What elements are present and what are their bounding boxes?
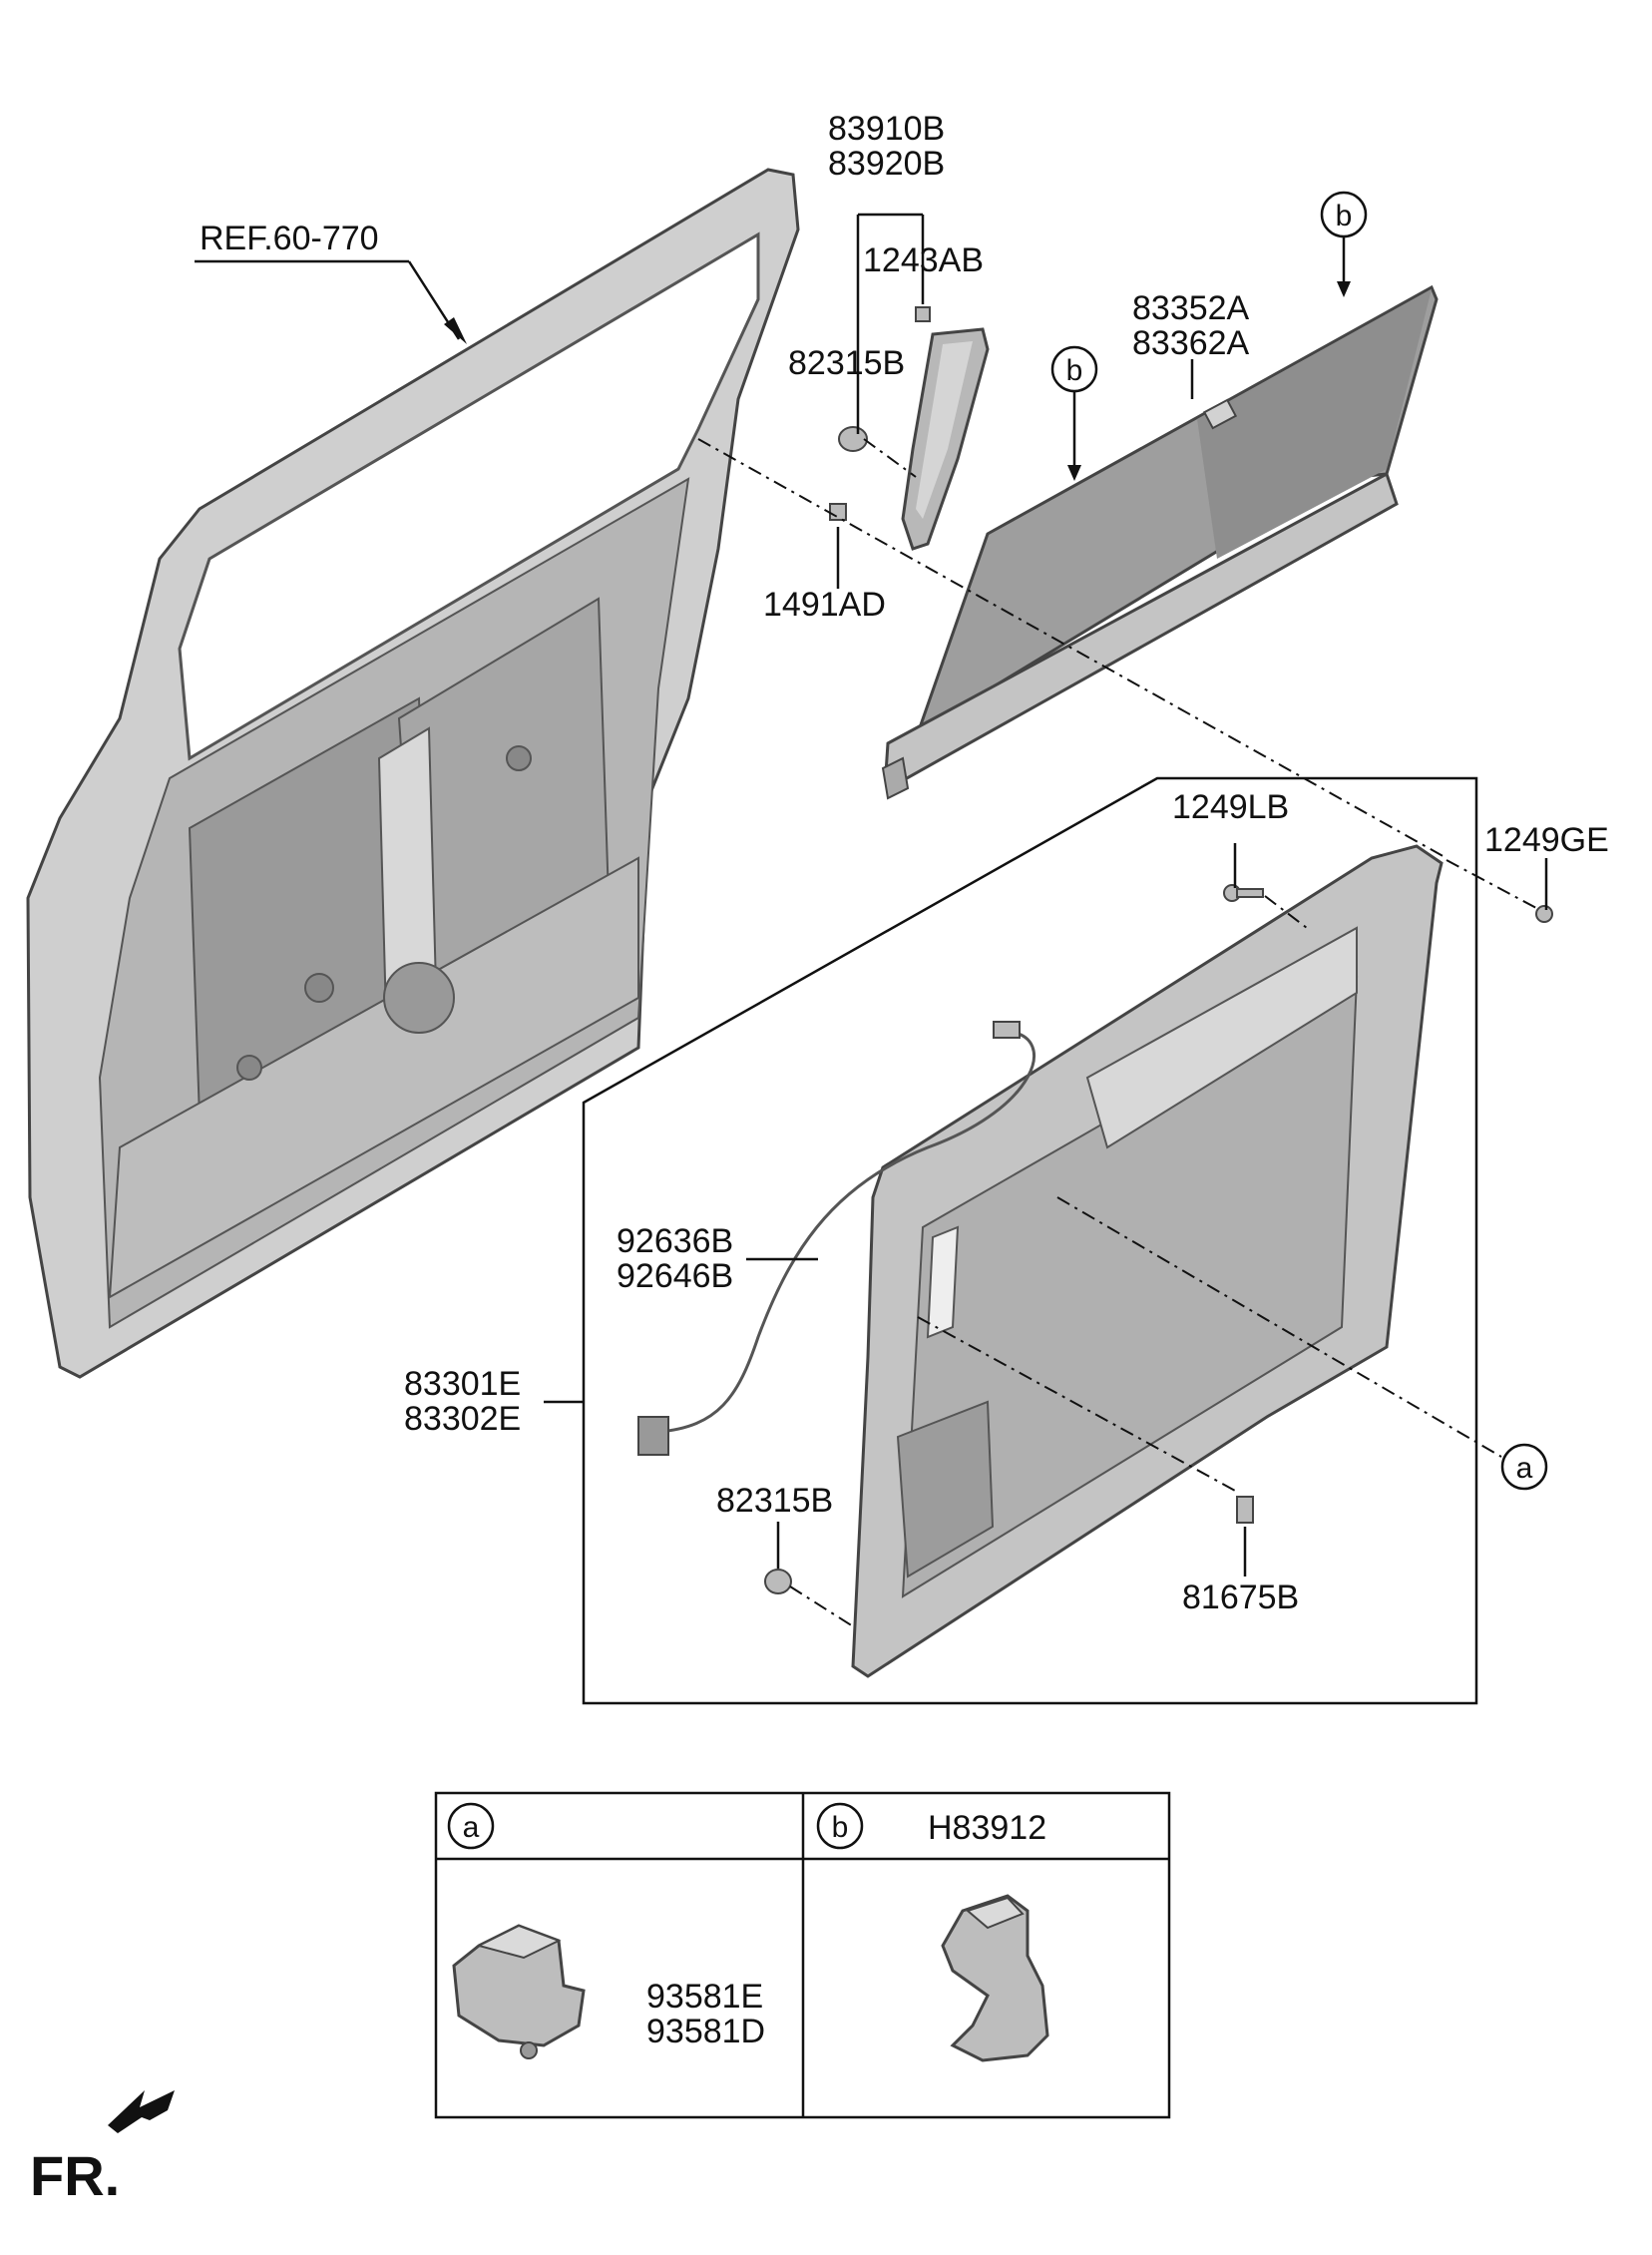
svg-text:a: a (463, 1811, 480, 1844)
part-1243ab-label: 1243AB (863, 241, 984, 279)
part-82315b-bottom-label: 82315B (716, 1482, 833, 1520)
part-83301e-label: 83301E (404, 1365, 521, 1403)
legend-callout-a: a (447, 1802, 495, 1850)
svg-text:b: b (1066, 354, 1083, 387)
clip-1243ab-part (915, 306, 931, 322)
ref-arrow-head (444, 317, 467, 344)
part-83302e-label: 83302E (404, 1400, 521, 1438)
part-1491ad-label: 1491AD (763, 586, 886, 624)
part-92646b-label: 92646B (617, 1257, 733, 1295)
dash-lines (697, 438, 1537, 1627)
leader-lines (195, 213, 1548, 1876)
part-82315b-top-label: 82315B (788, 344, 905, 382)
sunshade-part (881, 284, 1439, 800)
legend-table: a b H83912 93581E 93581D (434, 1791, 1171, 2119)
front-arrow-icon (108, 2090, 175, 2133)
switch-93581e-part (452, 1924, 586, 2059)
svg-text:b: b (1336, 200, 1353, 232)
front-direction-indicator: FR. (30, 2090, 175, 2207)
pillar-trim-part (901, 327, 990, 551)
svg-text:a: a (1516, 1452, 1533, 1485)
callout-a: a (1500, 1443, 1548, 1491)
svg-text:b: b (832, 1811, 849, 1844)
bracket-81675b-part (1236, 1496, 1254, 1524)
part-92636b-label: 92636B (617, 1222, 733, 1260)
wiring-harness-part (637, 1021, 1035, 1456)
part-83920b-label: 83920B (828, 145, 945, 183)
clip-82315b-bottom-part (764, 1569, 792, 1594)
part-93581d-label: 93581D (646, 2013, 765, 2050)
ref-label: REF.60-770 (200, 220, 379, 257)
clip-1491ad-part (829, 503, 847, 521)
part-83910b-label: 83910B (828, 110, 945, 148)
legend-callout-b: b (816, 1802, 864, 1850)
part-1249ge-label: 1249GE (1484, 821, 1609, 859)
door-frame-part (26, 168, 800, 1379)
callout-b-mid: b (1050, 345, 1098, 393)
inset-box (582, 776, 1478, 1705)
door-trim-panel-part (851, 844, 1444, 1678)
handle-h83912-part (941, 1894, 1049, 2062)
front-label: FR. (30, 2144, 120, 2207)
part-93581e-label: 93581E (646, 1978, 763, 2016)
part-1249lb-label: 1249LB (1172, 788, 1289, 826)
part-h83912-label: H83912 (928, 1809, 1046, 1847)
b-arrow-head-2 (1067, 465, 1081, 481)
bolt-1249ge-part (1535, 905, 1553, 923)
callout-b-top: b (1320, 191, 1368, 238)
clip-82315b-top-part (838, 426, 868, 452)
b-arrow-head-1 (1337, 281, 1351, 297)
part-81675b-label: 81675B (1182, 1578, 1299, 1616)
part-83362a-label: 83362A (1132, 324, 1250, 362)
bolt-1249lb-part (1223, 884, 1264, 902)
part-83352a-label: 83352A (1132, 289, 1250, 327)
